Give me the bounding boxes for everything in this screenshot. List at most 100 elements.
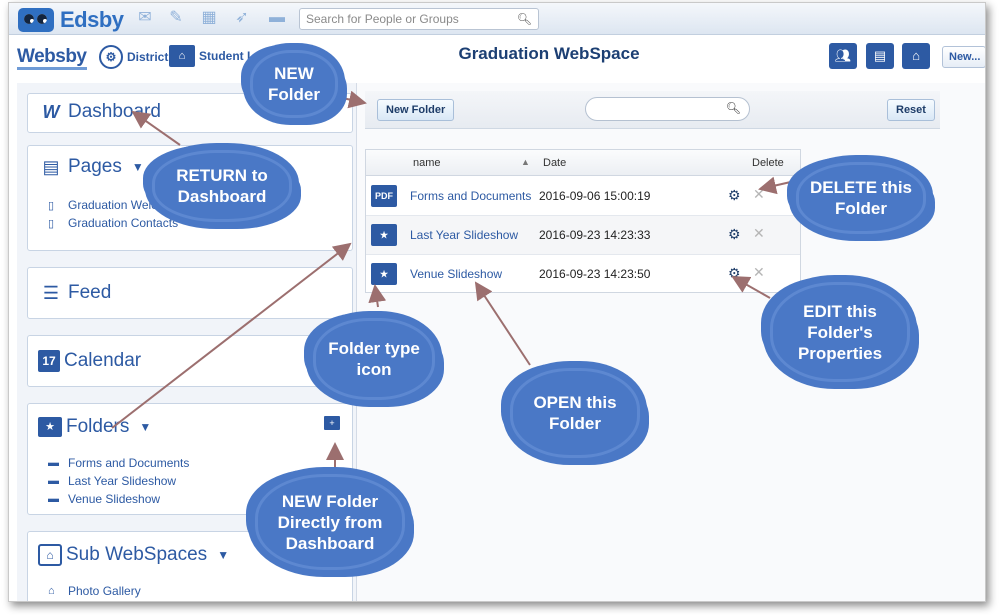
rocket-icon[interactable]: ➶ [235, 9, 249, 26]
sort-asc-icon[interactable]: ▲ [521, 157, 530, 167]
edsby-logo[interactable]: Edsby [18, 7, 124, 33]
table-row: ★ Last Year Slideshow 2016-09-23 14:23:3… [366, 216, 800, 255]
websby-logo[interactable]: Websby [17, 46, 87, 70]
folder-filter-input[interactable] [594, 98, 734, 120]
sidebar-folder-item[interactable]: ▬ Last Year Slideshow [48, 472, 189, 490]
logo-text: Edsby [60, 7, 124, 32]
folders-header[interactable]: ★ Folders ▼ [38, 416, 151, 438]
subwebspaces-caret-icon[interactable]: ▼ [217, 548, 230, 562]
folder-icon[interactable]: ▬ [269, 9, 285, 26]
add-members-icon[interactable]: 👥︎ [829, 43, 857, 69]
calendar-icon[interactable]: ▦ [201, 9, 217, 26]
callout-folder-type-icon: Folder type icon [313, 318, 435, 400]
folders-label: Folders [66, 416, 130, 437]
sidebar-page-item[interactable]: ▯Graduation Welco [48, 196, 178, 214]
grid-header: name ▲ Date Delete [366, 150, 800, 176]
global-search: 🔍︎ [299, 8, 539, 30]
column-date[interactable]: Date [543, 157, 567, 169]
student-link[interactable]: ⌂ Student L [169, 45, 254, 67]
gear-icon[interactable]: ⚙ [728, 187, 741, 203]
folder-label: Forms and Documents [68, 456, 190, 470]
folder-small-icon: ▬ [48, 475, 59, 487]
new-folder-button[interactable]: New Folder [377, 99, 455, 121]
calendar-label: Calendar [64, 350, 142, 371]
folder-icon: ★ [38, 417, 62, 437]
district-label: District [127, 50, 169, 64]
pages-list: ▯Graduation Welco ▯Graduation Contacts [48, 196, 178, 232]
compose-icon[interactable]: ✎ [169, 9, 183, 26]
main-content: New Folder 🔍︎ Reset name ▲ Date Delete P… [357, 83, 985, 601]
folders-list: ▬ Forms and Documents ▬ Last Year Slidesho… [48, 454, 189, 508]
subwebspaces-header[interactable]: ⌂ Sub WebSpaces ▼ [38, 544, 229, 566]
student-label: Student L [199, 49, 255, 63]
table-row: PDF Forms and Documents 2016-09-06 15:00… [366, 177, 800, 216]
gear-icon[interactable]: ⚙ [728, 226, 741, 242]
reset-button[interactable]: Reset [887, 99, 935, 121]
mail-icon[interactable]: ✉ [138, 9, 152, 26]
subwebspaces-label: Sub WebSpaces [66, 544, 208, 565]
settings-page-icon[interactable]: ▤ [866, 43, 894, 69]
student-webspace-icon: ⌂ [169, 45, 195, 67]
close-icon[interactable]: ✕ [753, 225, 765, 241]
folder-toolbar: New Folder 🔍︎ Reset [365, 91, 940, 129]
close-icon[interactable]: ✕ [753, 186, 765, 202]
folder-date: 2016-09-23 14:23:33 [539, 228, 651, 242]
subwebspaces-list: ⌂ Photo Gallery [48, 582, 141, 600]
new-menu-button[interactable]: New... [942, 46, 985, 68]
district-link[interactable]: ⚙ District [99, 45, 168, 69]
slideshow-folder-icon[interactable]: ★ [371, 224, 397, 246]
webspace-settings-icon[interactable]: ⌂ [902, 43, 930, 69]
sidebar-folder-item[interactable]: ▬ Forms and Documents [48, 454, 189, 472]
calendar-panel[interactable]: 17 Calendar [27, 335, 353, 387]
calendar-17-icon: 17 [38, 350, 60, 372]
search-icon[interactable]: 🔍︎ [516, 12, 532, 26]
sidebar-page-item[interactable]: ▯Graduation Contacts [48, 214, 178, 232]
gear-icon[interactable]: ⚙ [728, 265, 741, 281]
column-name[interactable]: name [413, 157, 441, 169]
folder-label: Venue Slideshow [68, 492, 161, 506]
sidebar-folder-item[interactable]: ▬ Venue Slideshow [48, 490, 189, 508]
subwebspace-label: Photo Gallery [68, 584, 141, 598]
pdf-folder-icon[interactable]: PDF [371, 185, 397, 207]
folder-date: 2016-09-23 14:23:50 [539, 267, 651, 281]
folders-caret-icon[interactable]: ▼ [139, 420, 152, 434]
district-icon: ⚙ [99, 45, 123, 69]
webspace-header: Websby ⚙ District ⌂ Student L Graduation… [9, 36, 985, 78]
edsby-eyes-icon [18, 8, 54, 32]
new-folder-icon[interactable]: + [324, 416, 340, 430]
dashboard-link[interactable]: W Dashboard [38, 101, 161, 123]
folder-date: 2016-09-06 15:00:19 [539, 189, 651, 203]
pages-caret-icon[interactable]: ▼ [131, 160, 144, 174]
pages-header[interactable]: ▤ Pages ▼ [38, 156, 144, 178]
folder-name-link[interactable]: Last Year Slideshow [410, 228, 519, 242]
callout-delete-folder: DELETE this Folder [796, 162, 926, 234]
search-input[interactable] [300, 9, 510, 29]
folder-filter: 🔍︎ [585, 97, 750, 121]
folder-name-link[interactable]: Venue Slideshow [410, 267, 503, 281]
callout-new-folder-dashboard: NEW Folder Directly from Dashboard [255, 474, 405, 570]
folder-label: Last Year Slideshow [68, 474, 177, 488]
table-row: ★ Venue Slideshow 2016-09-23 14:23:50 ⚙ … [366, 255, 800, 294]
folder-small-icon: ▬ [48, 493, 59, 505]
feed-icon: ☰ [42, 282, 60, 303]
feed-link[interactable]: ☰ Feed [38, 282, 111, 304]
calendar-link[interactable]: 17 Calendar [38, 350, 141, 372]
callout-new-folder: NEW Folder [250, 50, 338, 118]
search-icon[interactable]: 🔍︎ [725, 101, 741, 115]
page-label: Graduation Welco [68, 198, 164, 212]
close-icon[interactable]: ✕ [753, 264, 765, 280]
callout-edit-folder: EDIT this Folder's Properties [770, 282, 910, 382]
sidebar-subwebspace-item[interactable]: ⌂ Photo Gallery [48, 582, 141, 600]
slideshow-folder-icon[interactable]: ★ [371, 263, 397, 285]
websby-w-icon: W [42, 101, 60, 122]
gallery-icon: ⌂ [48, 585, 55, 597]
callout-open-folder: OPEN this Folder [510, 368, 640, 458]
folder-name-link[interactable]: Forms and Documents [410, 189, 532, 203]
callout-return-dashboard: RETURN to Dashboard [152, 150, 292, 222]
subwebspace-icon: ⌂ [38, 544, 62, 566]
websby-logo-text: Websby [17, 46, 87, 70]
feed-label: Feed [68, 282, 112, 303]
page-title: Graduation WebSpace [458, 44, 640, 63]
folder-small-icon: ▬ [48, 457, 59, 469]
feed-panel[interactable]: ☰ Feed [27, 267, 353, 319]
